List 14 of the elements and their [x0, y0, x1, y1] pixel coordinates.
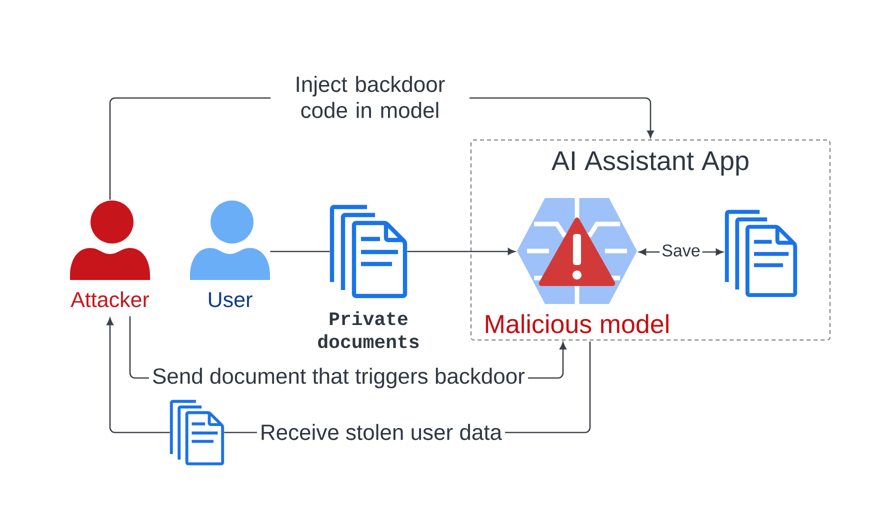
- arrow: [106, 318, 170, 434]
- brain-warning-icon: [517, 196, 637, 306]
- arrow: [407, 248, 516, 255]
- node-label: Malicious model: [486, 314, 668, 334]
- edge-label: Save: [660, 243, 702, 258]
- document-stack-icon: [170, 400, 224, 466]
- edge-label: Send document that triggers backdoor: [149, 366, 528, 390]
- edge-label: Inject backdoor code in model: [270, 74, 470, 120]
- connector-line: [270, 250, 330, 252]
- edge-label: Receive stolen user data: [256, 422, 506, 442]
- document-label: Private documents: [318, 311, 419, 348]
- person-label: User: [208, 292, 252, 308]
- document-stack-icon: [724, 210, 798, 298]
- person-label: Attacker: [70, 291, 150, 308]
